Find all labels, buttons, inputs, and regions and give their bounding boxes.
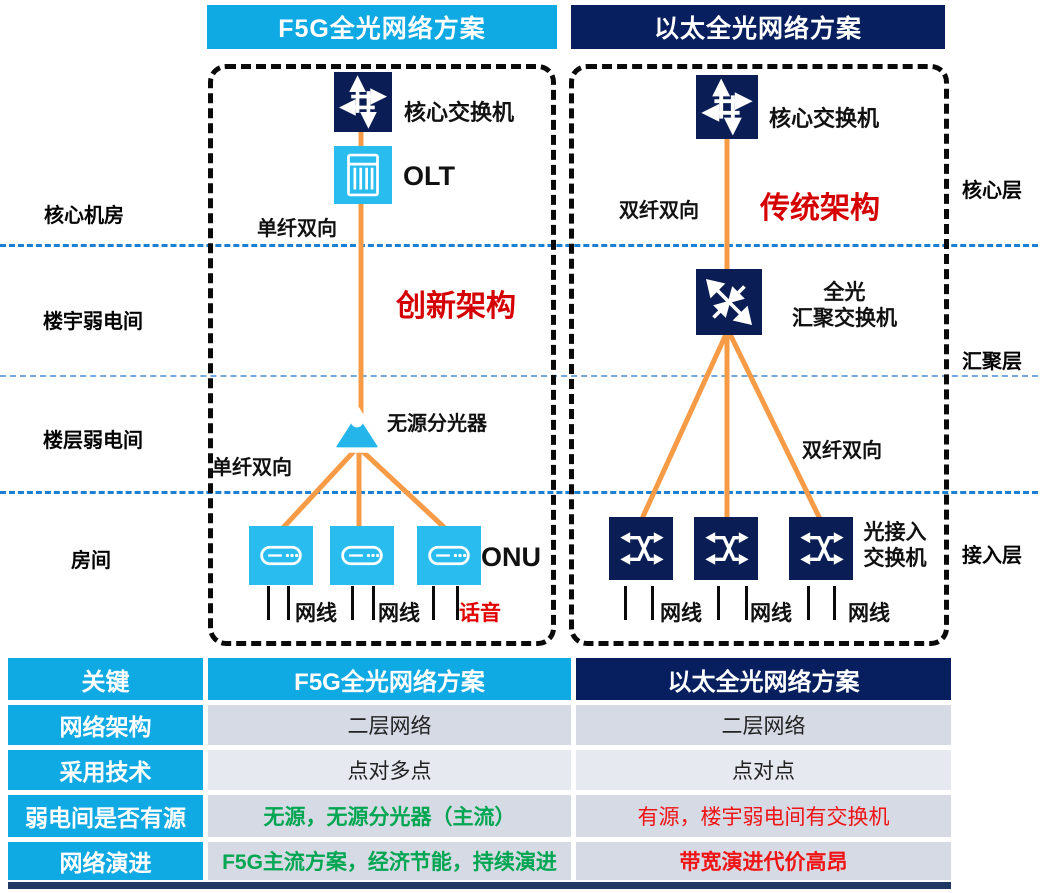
cable-tick	[745, 586, 748, 620]
core-switch-label-left: 核心交换机	[404, 100, 515, 125]
table-header-key: 关键	[8, 658, 203, 700]
table-cell-powered-eth: 有源，楼宇弱电间有交换机	[576, 795, 951, 837]
layer-divider-aggregation	[0, 375, 1038, 377]
access-switch-icon-3	[789, 517, 853, 580]
zone-label-room: 房间	[71, 550, 111, 572]
table-header-ethernet: 以太全光网络方案	[576, 658, 951, 700]
fiber-label-dual-bottom: 双纤双向	[802, 440, 882, 462]
layer-divider-access	[0, 491, 1038, 494]
innovative-architecture-label: 创新架构	[396, 290, 516, 323]
onu-label: ONU	[481, 542, 541, 572]
cable-tick	[651, 586, 654, 620]
f5g-diagram-box	[208, 64, 556, 646]
cable-label-left-2: 网线	[378, 602, 420, 625]
table-cell-powered-f5g: 无源，无源分光器（主流）	[208, 795, 571, 837]
aggregation-switch-label-line1: 全光	[823, 281, 866, 304]
access-switch-icon-2	[694, 517, 758, 580]
table-row-label-powered: 弱电间是否有源	[8, 795, 203, 837]
banner-ethernet-solution: 以太全光网络方案	[571, 5, 945, 49]
access-switch-label-line2: 交换机	[863, 547, 927, 570]
zone-label-floor-room: 楼层弱电间	[43, 430, 143, 452]
zone-label-building-room: 楼宇弱电间	[43, 311, 143, 333]
onu-icon-2	[330, 526, 394, 585]
cable-label-right-1: 网线	[660, 602, 702, 625]
fiber-agg-to-access3	[726, 329, 824, 524]
cable-tick	[456, 586, 459, 620]
ethernet-diagram-box	[569, 64, 949, 646]
cable-label-left-1: 网线	[295, 602, 337, 625]
fiber-agg-to-access1	[638, 329, 730, 524]
fiber-splitter-to-onu1	[278, 445, 360, 533]
core-switch-icon-left	[334, 72, 392, 132]
cable-tick	[287, 586, 290, 620]
voice-label: 话音	[459, 602, 501, 625]
passive-splitter-icon	[328, 404, 386, 458]
table-cell-architecture-f5g: 二层网络	[208, 705, 571, 745]
table-cell-technology-eth: 点对点	[576, 750, 951, 790]
aggregation-switch-label-line2: 汇聚交换机	[792, 307, 897, 330]
access-switch-label-line1: 光接入	[863, 521, 927, 544]
table-header-f5g: F5G全光网络方案	[208, 658, 571, 700]
aggregation-switch-label: 全光 汇聚交换机	[772, 280, 917, 332]
table-cell-architecture-eth: 二层网络	[576, 705, 951, 745]
banner-f5g-solution: F5G全光网络方案	[207, 5, 557, 49]
table-cell-technology-f5g: 点对多点	[208, 750, 571, 790]
traditional-architecture-label: 传统架构	[760, 192, 880, 225]
layer-label-core: 核心层	[962, 180, 1022, 202]
splitter-label: 无源分光器	[387, 413, 487, 435]
cable-tick	[432, 586, 435, 620]
fiber-splitter-to-onu3	[356, 445, 450, 533]
banner-f5g-label: F5G全光网络方案	[278, 15, 486, 43]
layer-label-access: 接入层	[962, 545, 1022, 567]
access-switch-icon-1	[609, 517, 673, 580]
cable-tick	[833, 586, 836, 620]
table-cell-evolution-f5g: F5G主流方案，经济节能，持续演进	[208, 842, 571, 880]
layer-divider-core	[0, 244, 1038, 247]
zone-label-core-room: 核心机房	[44, 205, 124, 227]
olt-label: OLT	[403, 161, 455, 191]
cable-tick	[624, 586, 627, 620]
table-row-label-evolution: 网络演进	[8, 842, 203, 880]
core-switch-label-right: 核心交换机	[769, 106, 880, 131]
fiber-label-single-bottom: 单纤双向	[212, 457, 292, 479]
fiber-label-single-top: 单纤双向	[257, 218, 337, 240]
cable-tick	[372, 586, 375, 620]
cable-label-right-3: 网线	[848, 602, 890, 625]
fiber-connectors	[278, 128, 824, 533]
olt-icon	[334, 146, 392, 204]
comparison-table: 关键 F5G全光网络方案 以太全光网络方案 网络架构 二层网络 二层网络 采用技…	[8, 658, 951, 889]
core-switch-icon-right	[696, 75, 758, 139]
layer-label-aggregation: 汇聚层	[962, 351, 1022, 373]
access-switch-label: 光接入 交换机	[853, 520, 937, 572]
cable-label-right-2: 网线	[750, 602, 792, 625]
cable-tick	[807, 586, 810, 620]
cable-tick	[351, 586, 354, 620]
onu-icon-3	[417, 526, 481, 585]
table-row-label-architecture: 网络架构	[8, 705, 203, 745]
table-row-label-technology: 采用技术	[8, 750, 203, 790]
banner-ethernet-label: 以太全光网络方案	[653, 15, 862, 43]
fiber-label-dual-top: 双纤双向	[619, 200, 699, 222]
cable-tick	[267, 586, 270, 620]
cable-tick	[717, 586, 720, 620]
onu-icon-1	[249, 526, 313, 585]
table-cell-evolution-eth: 带宽演进代价高昂	[576, 842, 951, 880]
aggregation-switch-icon	[696, 269, 762, 335]
